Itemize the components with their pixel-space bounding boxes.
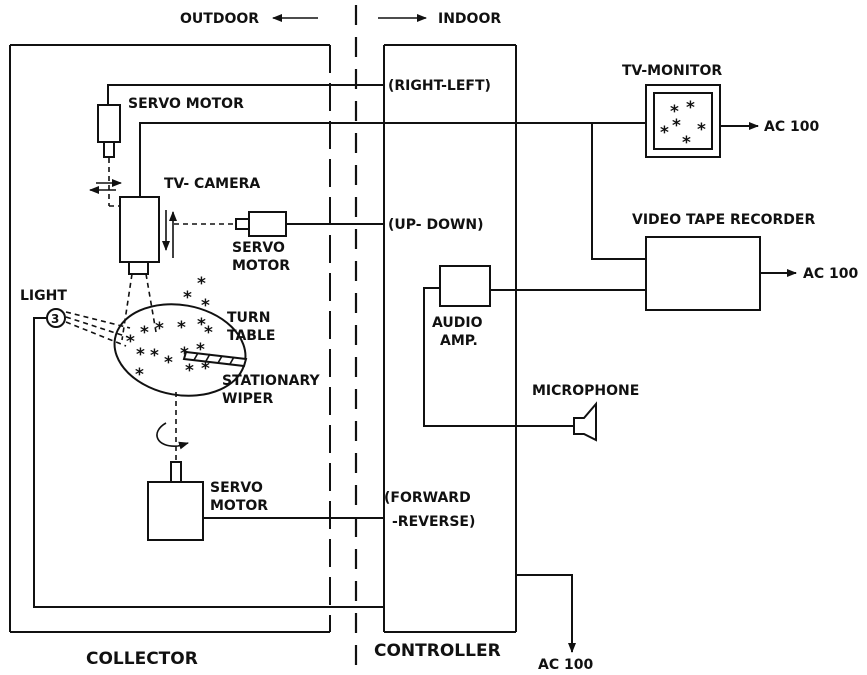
snowflake: *: [197, 315, 206, 335]
snowflake: *: [164, 353, 173, 373]
light-ray-3: [65, 321, 127, 347]
snowflake-group: * * * * * * * * * * * * * * * * *: [126, 274, 213, 385]
forward-reverse-label-1: (FORWARD: [384, 490, 471, 506]
snowflake: *: [697, 120, 706, 140]
servo-motor-top-shaft: [103, 141, 115, 158]
snowflake: *: [180, 344, 189, 364]
stationary-wiper-hatch-1: [193, 352, 199, 361]
light-symbol: 3: [51, 312, 59, 326]
collector-label: COLLECTOR: [86, 649, 198, 669]
servo-motor-mid: [248, 211, 287, 237]
snowflake: *: [686, 98, 695, 118]
snowflake: *: [135, 365, 144, 385]
snowflake: *: [155, 319, 164, 339]
controller-label: CONTROLLER: [374, 641, 501, 661]
snowflake: *: [201, 359, 210, 379]
audio-amp-label-1: AUDIO: [432, 315, 483, 331]
servo-motor-mid-shaft: [235, 218, 250, 230]
view-line-right: [145, 273, 157, 333]
audio-amp: [439, 265, 491, 307]
light-power-wire: [33, 317, 384, 608]
tv-camera-label: TV- CAMERA: [164, 176, 260, 192]
servo-motor-top: [97, 104, 121, 143]
vtr-label: VIDEO TAPE RECORDER: [632, 212, 815, 228]
snowflake: *: [126, 332, 135, 352]
microphone-wire: [423, 287, 574, 427]
snowflake: *: [185, 361, 194, 381]
tv-camera: [119, 196, 160, 263]
video-signal-wire: [139, 122, 646, 197]
stationary-wiper-hatch-4: [229, 356, 235, 365]
controller-power-wire: [516, 574, 576, 653]
servo-motor-mid-label-1: SERVO: [232, 240, 285, 256]
rotation-arrow: [156, 422, 189, 450]
servo-motor-bottom: [147, 481, 204, 541]
snowflake: *: [150, 346, 159, 366]
vtr-ac100-label: AC 100: [803, 266, 858, 282]
snowflake: *: [197, 274, 206, 294]
snowflake: *: [177, 318, 186, 338]
tv-camera-lens: [128, 261, 149, 275]
microphone-label: MICROPHONE: [532, 383, 639, 399]
snowflake: *: [670, 102, 679, 122]
snowflake: *: [183, 288, 192, 308]
controller-ac100-label: AC 100: [538, 657, 593, 673]
servo-motor-mid-label-2: MOTOR: [232, 258, 290, 274]
servo-motor-bottom-label-2: MOTOR: [210, 498, 268, 514]
tv-monitor-screen: [653, 92, 713, 150]
snowflake: *: [201, 296, 210, 316]
snowflake: *: [660, 123, 669, 143]
snowflake: *: [196, 340, 205, 360]
view-line-left: [121, 273, 133, 341]
servo-motor-top-label: SERVO MOTOR: [128, 96, 244, 112]
light-ray-2: [65, 316, 129, 338]
tv-monitor-snowflakes: * * * * * *: [660, 98, 706, 153]
up-down-label: (UP- DOWN): [388, 217, 484, 233]
audio-amp-label-2: AMP.: [440, 333, 478, 349]
servo-motor-bottom-label-1: SERVO: [210, 480, 263, 496]
outdoor-label: OUTDOOR: [180, 11, 259, 27]
servo-motor-bottom-shaft: [170, 461, 182, 483]
tv-monitor-label: TV-MONITOR: [622, 63, 722, 79]
stationary-wiper-label-2: WIPER: [222, 391, 273, 407]
light-label: LIGHT: [20, 288, 67, 304]
turn-table-label-1: TURN: [227, 310, 270, 326]
right-left-wire: [107, 84, 384, 105]
forward-reverse-label-2: -REVERSE): [392, 514, 475, 530]
microphone: [573, 401, 597, 442]
snowflake: *: [204, 323, 213, 343]
snowflake: *: [136, 345, 145, 365]
turn-table-label-2: TABLE: [227, 328, 275, 344]
indoor-label: INDOOR: [438, 11, 501, 27]
snowflake: *: [140, 323, 149, 343]
snowflake: *: [672, 116, 681, 136]
stationary-wiper-hatch-2: [205, 353, 211, 362]
snowflake: *: [682, 133, 691, 153]
video-tape-recorder: [645, 236, 761, 311]
stationary-wiper-label-1: STATIONARY: [222, 373, 321, 389]
tv-monitor-ac100-label: AC 100: [764, 119, 819, 135]
vtr-feed-wire: [591, 123, 646, 260]
stationary-wiper-hatch-3: [217, 355, 223, 364]
right-left-label: (RIGHT-LEFT): [388, 78, 491, 94]
